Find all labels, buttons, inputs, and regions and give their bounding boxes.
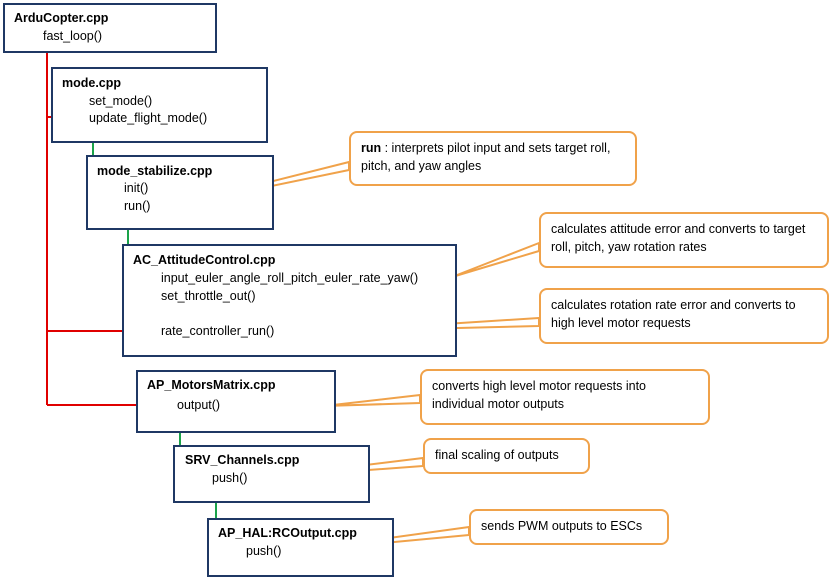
- attitude-control-box: AC_AttitudeControl.cpp input_euler_angle…: [122, 244, 457, 357]
- mode-stabilize-box: mode_stabilize.cpp init() run(): [86, 155, 274, 230]
- run-note-text: : interprets pilot input and sets target…: [361, 141, 611, 173]
- arducopter-box: ArduCopter.cpp fast_loop(): [3, 3, 217, 53]
- update-flight-mode-fn: update_flight_mode(): [89, 111, 208, 125]
- pwm-note-text: sends PWM outputs to ESCs: [481, 519, 643, 533]
- scaling-note: final scaling of outputs: [423, 438, 590, 474]
- attitude-note: calculates attitude error and converts t…: [539, 212, 829, 268]
- callout-connector-attitude: [451, 242, 540, 278]
- srv-channels-title: SRV_Channels.cpp: [185, 453, 300, 467]
- mode-stabilize-title: mode_stabilize.cpp: [97, 164, 213, 178]
- run-note: run : interprets pilot input and sets ta…: [349, 131, 637, 186]
- hal-push-fn: push(): [246, 544, 282, 558]
- motors-note: converts high level motor requests into …: [420, 369, 710, 425]
- mode-title: mode.cpp: [62, 76, 122, 90]
- srv-push-fn: push(): [212, 471, 248, 485]
- rcoutput-box: AP_HAL:RCOutput.cpp push(): [207, 518, 394, 577]
- motors-matrix-box: AP_MotorsMatrix.cpp output(): [136, 370, 336, 433]
- arducopter-title: ArduCopter.cpp: [14, 11, 109, 25]
- run-note-keyword: run: [361, 141, 382, 155]
- rate-note: calculates rotation rate error and conve…: [539, 288, 829, 344]
- attitude-note-text: calculates attitude error and converts t…: [551, 222, 806, 254]
- input-euler-fn: input_euler_angle_roll_pitch_euler_rate_…: [161, 271, 419, 285]
- mode-box: mode.cpp set_mode() update_flight_mode(): [51, 67, 268, 143]
- rate-controller-run-fn: rate_controller_run(): [161, 324, 275, 338]
- motors-matrix-title: AP_MotorsMatrix.cpp: [147, 378, 276, 392]
- attitude-control-title: AC_AttitudeControl.cpp: [133, 253, 276, 267]
- srv-channels-box: SRV_Channels.cpp push(): [173, 445, 370, 503]
- init-fn: init(): [124, 181, 149, 195]
- scaling-note-text: final scaling of outputs: [435, 448, 559, 462]
- run-fn: run(): [124, 199, 151, 213]
- rate-note-text: calculates rotation rate error and conve…: [551, 298, 796, 330]
- output-fn: output(): [177, 398, 221, 412]
- fast-loop-fn: fast_loop(): [43, 29, 103, 43]
- callout-connector-motors: [323, 394, 421, 407]
- pwm-note: sends PWM outputs to ESCs: [469, 509, 669, 545]
- motors-note-text: converts high level motor requests into …: [432, 379, 646, 411]
- set-mode-fn: set_mode(): [89, 94, 153, 108]
- rcoutput-title: AP_HAL:RCOutput.cpp: [218, 526, 357, 540]
- set-throttle-out-fn: set_throttle_out(): [161, 289, 256, 303]
